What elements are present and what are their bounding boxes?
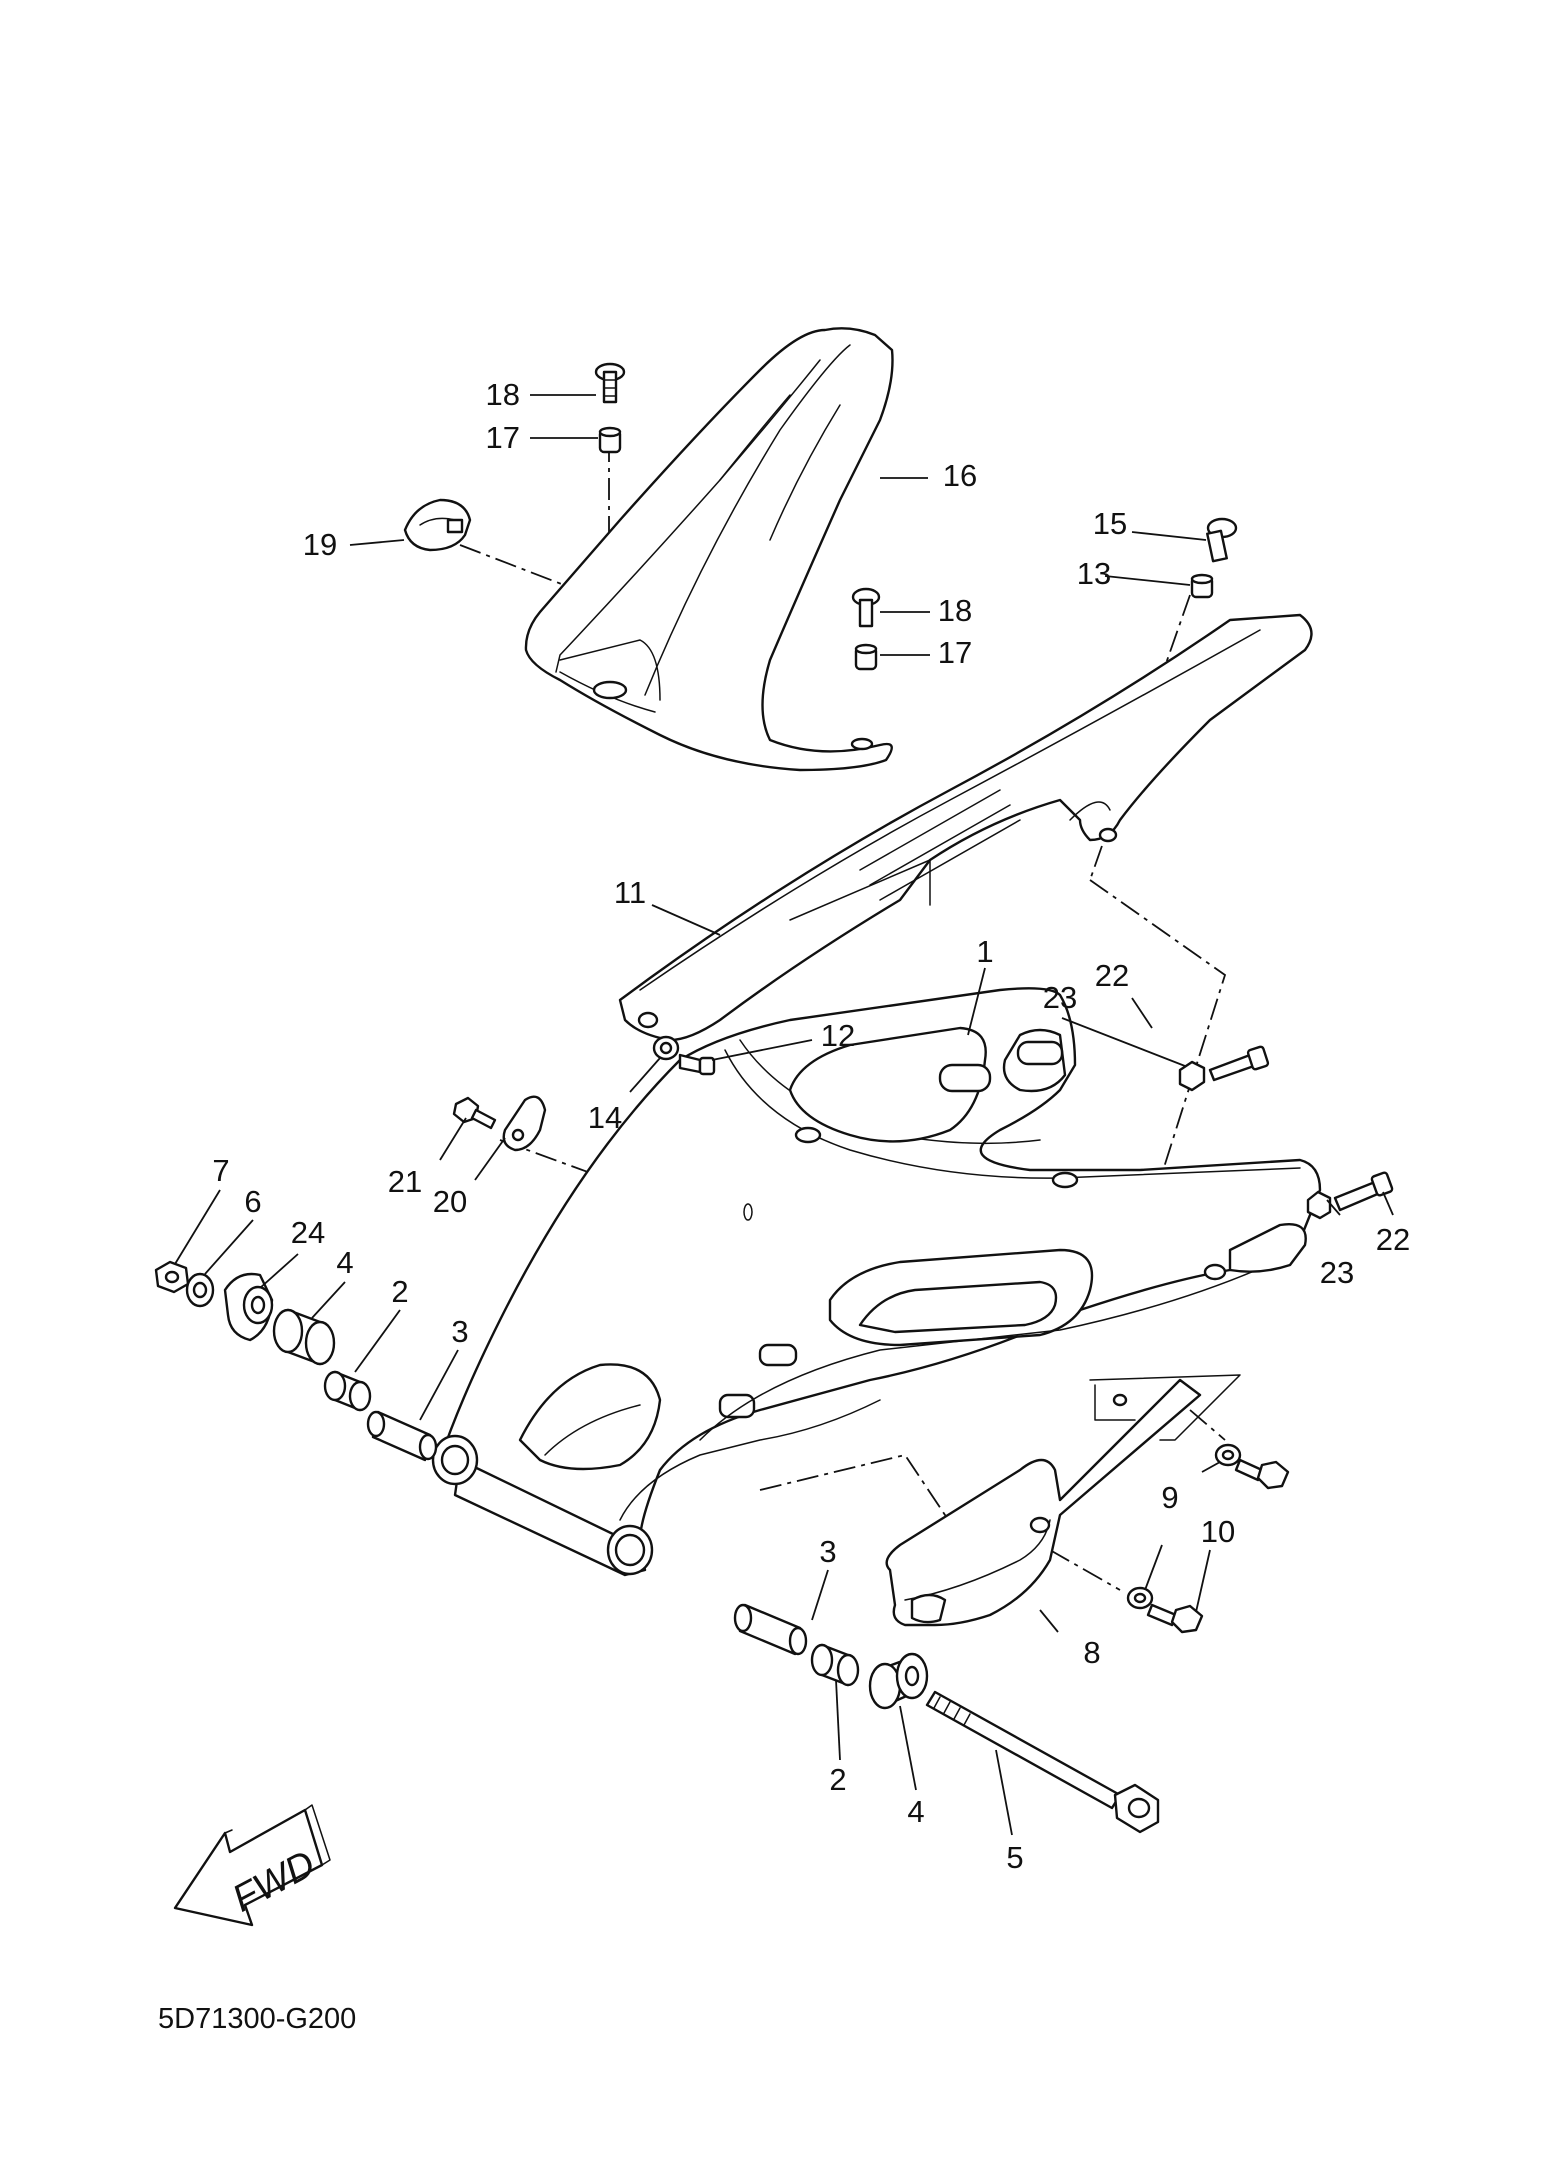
- callout-18-lower: 18: [938, 593, 972, 628]
- bolt-18-lower: [851, 587, 881, 628]
- bolt-10-upper: [1234, 1458, 1290, 1490]
- callout-5: 5: [1006, 1840, 1023, 1875]
- callout-labels: 1 2 2 3 3 4 4 5 6 7 8 9 10 11 12 13 14 1…: [212, 377, 1410, 1875]
- callout-14: 14: [588, 1100, 622, 1135]
- callout-24: 24: [291, 1215, 325, 1250]
- nut-23-upper: [1178, 1060, 1206, 1092]
- assembly-lines: [459, 440, 1227, 1591]
- callout-18-upper: 18: [486, 377, 520, 412]
- bolt-18-upper: [594, 362, 626, 404]
- clamp-20: [502, 1095, 547, 1152]
- pivot-shaft-5: [925, 1690, 1160, 1834]
- collar-13: [1190, 573, 1214, 599]
- callout-9: 9: [1161, 1480, 1178, 1515]
- callout-23-upper: 23: [1043, 980, 1077, 1015]
- bearing-2-right: [810, 1643, 860, 1687]
- callout-3-right: 3: [819, 1534, 836, 1569]
- swingarm-1: [431, 987, 1322, 1577]
- callout-11: 11: [614, 875, 646, 910]
- bolt-10-lower: [1146, 1603, 1204, 1634]
- callout-1: 1: [976, 934, 993, 969]
- bush-4-left: [272, 1308, 336, 1366]
- callout-17-upper: 17: [486, 420, 520, 455]
- bolt-21: [452, 1096, 497, 1130]
- callout-2-right: 2: [829, 1762, 846, 1797]
- callout-19: 19: [303, 527, 337, 562]
- leader-lines: [174, 394, 1394, 1836]
- washer-6: [185, 1272, 215, 1308]
- callout-12: 12: [821, 1018, 855, 1053]
- callout-3-left: 3: [451, 1314, 468, 1349]
- bolt-22-upper: [1208, 1045, 1270, 1082]
- bolt-15: [1206, 517, 1238, 563]
- nut-7: [154, 1260, 190, 1294]
- callout-22-upper: 22: [1095, 958, 1129, 993]
- collar-17-upper: [598, 426, 622, 454]
- callout-17-lower: 17: [938, 635, 972, 670]
- callout-10: 10: [1201, 1514, 1235, 1549]
- callout-15: 15: [1093, 506, 1127, 541]
- callout-23-lower: 23: [1320, 1255, 1354, 1290]
- chain-guard-11: [618, 613, 1313, 1042]
- callout-7: 7: [212, 1153, 229, 1188]
- collar-3-left: [366, 1410, 438, 1462]
- callout-20: 20: [433, 1184, 467, 1219]
- fwd-arrow-icon: FWD: [173, 1804, 331, 1927]
- callout-6: 6: [244, 1184, 261, 1219]
- drawing-code: 5D71300-G200: [158, 2003, 356, 2035]
- bearing-2-left: [323, 1370, 372, 1412]
- callout-4-right: 4: [907, 1794, 924, 1829]
- callout-4-left: 4: [336, 1245, 353, 1280]
- callout-2-left: 2: [391, 1274, 408, 1309]
- rear-fender-16: [524, 327, 894, 772]
- collar-17-lower: [854, 643, 878, 671]
- callout-21: 21: [388, 1164, 422, 1199]
- clamp-19: [403, 498, 472, 552]
- washer-9-upper: [1214, 1443, 1242, 1467]
- callout-8: 8: [1083, 1635, 1100, 1670]
- callout-22-lower: 22: [1376, 1222, 1410, 1257]
- bolt-22-lower: [1333, 1171, 1394, 1212]
- washer-14: [652, 1035, 680, 1061]
- callout-16: 16: [943, 458, 977, 493]
- callout-13: 13: [1077, 556, 1111, 591]
- bush-4-right: [868, 1652, 929, 1710]
- chain-slider-8: [885, 1374, 1241, 1627]
- washer-9-lower: [1126, 1586, 1154, 1610]
- collar-3-right: [733, 1603, 808, 1656]
- bolt-12: [678, 1053, 716, 1076]
- nut-23-lower: [1306, 1190, 1332, 1220]
- adjuster-24: [223, 1272, 274, 1342]
